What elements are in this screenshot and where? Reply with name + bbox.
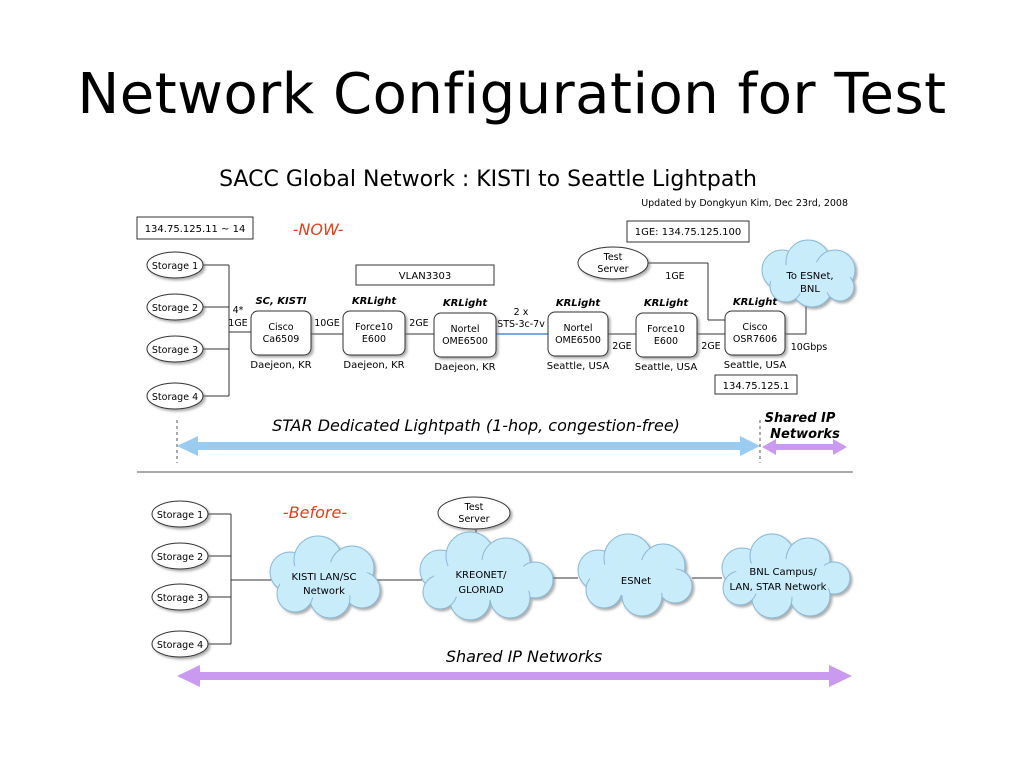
test-server-ip-label: 1GE: 134.75.125.100 [635, 227, 742, 238]
storage-now-3: Storage 3 [146, 335, 204, 363]
test-server-ip-box [626, 220, 750, 243]
link-2ge-c: 2GE [701, 341, 720, 352]
storage-link-count: 4* [233, 305, 244, 316]
cloud-kisti-lan-line1: KISTI LAN/SC [292, 572, 357, 583]
lightpath-label: STAR Dedicated Lightpath (1-hop, congest… [272, 416, 680, 435]
svg-text:Daejeon, KR: Daejeon, KR [343, 360, 404, 371]
link-test-1ge: 1GE [665, 271, 684, 282]
diagram-heading: SACC Global Network : KISTI to Seattle L… [219, 167, 757, 192]
test-server-now: Test Server [577, 246, 649, 280]
svg-text:KRLight: KRLight [352, 296, 398, 307]
router-ip-box [714, 374, 798, 395]
vlan-box [355, 264, 495, 286]
shared-ip-label-before: Shared IP Networks [446, 647, 602, 666]
cloud-kreonet [419, 531, 554, 621]
storage-before-4: Storage 4 [151, 630, 209, 658]
svg-text:Test: Test [603, 252, 623, 263]
svg-text:Storage 2: Storage 2 [157, 552, 203, 563]
slide-title: Network Configuration for Test [77, 62, 947, 127]
svg-text:Test: Test [464, 502, 484, 513]
svg-text:Storage 3: Storage 3 [152, 345, 198, 356]
node-cisco-ca6509: SC, KISTI Cisco Ca6509 Daejeon, KR [250, 296, 311, 371]
esnet-label-line1: To ESNet, [785, 271, 833, 282]
storage-before-1: Storage 1 [151, 500, 209, 528]
svg-text:Storage 3: Storage 3 [157, 593, 203, 604]
lightpath-arrow [177, 436, 760, 456]
cloud-kreonet-line1: KREONET/ [456, 570, 508, 581]
svg-text:SC, KISTI: SC, KISTI [255, 296, 306, 307]
svg-text:Daejeon, KR: Daejeon, KR [250, 360, 311, 371]
cloud-bnl-line1: BNL Campus/ [749, 567, 817, 578]
svg-text:KRLight: KRLight [644, 298, 690, 309]
svg-text:Nortel: Nortel [563, 323, 592, 334]
svg-text:Force10: Force10 [355, 322, 393, 333]
storage-now-1: Storage 1 [146, 251, 204, 279]
svg-text:E600: E600 [362, 334, 386, 345]
now-tag: -NOW- [293, 220, 344, 239]
cloud-bnl-line2: LAN, STAR Network [730, 582, 827, 593]
ip-range-label: 134.75.125.11 ~ 14 [145, 224, 246, 235]
svg-text:KRLight: KRLight [733, 297, 779, 308]
svg-text:Cisco: Cisco [742, 322, 767, 333]
link-10gbps: 10Gbps [791, 342, 828, 353]
storage-now-2: Storage 2 [146, 293, 204, 321]
test-server-before: Test Server [437, 496, 511, 530]
svg-text:KRLight: KRLight [556, 298, 602, 309]
node-force10-seattle: KRLight Force10 E600 Seattle, USA [635, 298, 698, 373]
svg-text:OME6500: OME6500 [555, 335, 601, 346]
shared-ip-arrow-now [762, 439, 847, 455]
esnet-cloud-now [761, 239, 856, 308]
storage-before-2: Storage 2 [151, 542, 209, 570]
svg-text:Force10: Force10 [647, 324, 685, 335]
ip-range-box [136, 216, 254, 240]
svg-text:E600: E600 [654, 336, 678, 347]
svg-text:Storage 1: Storage 1 [152, 261, 198, 272]
shared-ip-label-now-2: Networks [770, 427, 840, 442]
node-nortel-seattle: KRLight Nortel OME6500 Seattle, USA [547, 298, 610, 372]
node-force10-daejeon: KRLight Force10 E600 Daejeon, KR [342, 296, 406, 371]
storage-now-4: Storage 4 [146, 382, 204, 410]
node-nortel-daejeon: KRLight Nortel OME6500 Daejeon, KR [433, 298, 497, 373]
svg-text:OSR7606: OSR7606 [733, 334, 777, 345]
cloud-esnet-label: ESNet [621, 576, 651, 587]
updated-by-note: Updated by Dongkyun Kim, Dec 23rd, 2008 [641, 198, 848, 209]
svg-text:Storage 4: Storage 4 [157, 640, 203, 651]
cloud-esnet-before [577, 533, 693, 617]
svg-text:Storage 1: Storage 1 [157, 510, 203, 521]
before-tag: -Before- [283, 503, 347, 522]
vlan-label: VLAN3303 [399, 271, 451, 282]
svg-text:Seattle, USA: Seattle, USA [635, 362, 698, 373]
link-sts-type: STS-3c-7v [497, 319, 545, 330]
svg-text:Server: Server [597, 264, 628, 275]
link-10ge: 10GE [314, 318, 339, 329]
svg-text:Seattle, USA: Seattle, USA [547, 361, 610, 372]
svg-text:KRLight: KRLight [443, 298, 489, 309]
link-2ge-a: 2GE [409, 318, 428, 329]
storage-before-3: Storage 3 [151, 583, 209, 611]
svg-text:Daejeon, KR: Daejeon, KR [434, 362, 495, 373]
shared-ip-arrow-before [177, 665, 852, 687]
router-ip-label: 134.75.125.1 [723, 381, 790, 392]
node-cisco-osr7606: KRLight Cisco OSR7606 Seattle, USA [724, 297, 787, 371]
svg-text:Server: Server [458, 514, 489, 525]
svg-text:Nortel: Nortel [450, 324, 479, 335]
svg-text:Storage 4: Storage 4 [152, 392, 198, 403]
svg-text:OME6500: OME6500 [442, 336, 488, 347]
cloud-kisti-lan-line2: Network [303, 586, 345, 597]
link-sts-count: 2 x [514, 307, 529, 318]
svg-text:Seattle, USA: Seattle, USA [724, 360, 787, 371]
shared-ip-label-now-1: Shared IP [765, 411, 836, 426]
svg-text:Cisco: Cisco [268, 322, 293, 333]
storage-link-speed: 1GE [228, 318, 247, 329]
cloud-kreonet-line2: GLORIAD [458, 585, 504, 596]
cloud-bnl-campus [721, 533, 851, 619]
svg-text:Storage 2: Storage 2 [152, 303, 198, 314]
link-2ge-b: 2GE [612, 341, 631, 352]
esnet-label-line2: BNL [800, 284, 820, 295]
svg-text:Ca6509: Ca6509 [263, 334, 300, 345]
cloud-kisti-lan [269, 535, 381, 619]
